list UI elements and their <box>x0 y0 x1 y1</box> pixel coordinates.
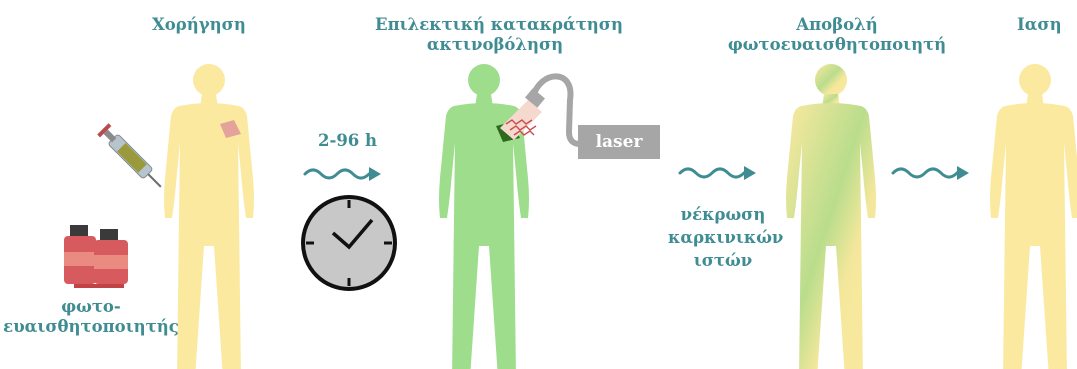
human-figure-icon <box>990 64 1077 369</box>
syringe-icon <box>97 123 166 192</box>
vials-icon <box>64 225 128 288</box>
stage-title-administration: Χορήγηση <box>152 15 246 35</box>
time-label: 2-96 h <box>318 131 377 151</box>
human-figure-icon <box>786 64 876 369</box>
stage-title-irradiation: Επιλεκτική κατακράτηση ακτινοβόληση <box>375 15 615 55</box>
laser-label: laser <box>578 132 660 152</box>
photosensitizer-label: φωτο- ευαισθητοποιητής <box>0 297 182 337</box>
necrosis-label: νέκρωση καρκινικών ιστών <box>668 203 778 272</box>
wavy-arrow-icon <box>893 166 969 180</box>
clock-icon <box>303 197 395 289</box>
human-figure-icon <box>439 64 529 369</box>
stage-title-excretion: Αποβολή φωτοευαισθητοποιητή <box>727 15 947 55</box>
wavy-arrow-icon <box>680 166 756 180</box>
stage-title-cure: Ιαση <box>1017 15 1062 35</box>
wavy-arrow-icon <box>305 167 381 181</box>
